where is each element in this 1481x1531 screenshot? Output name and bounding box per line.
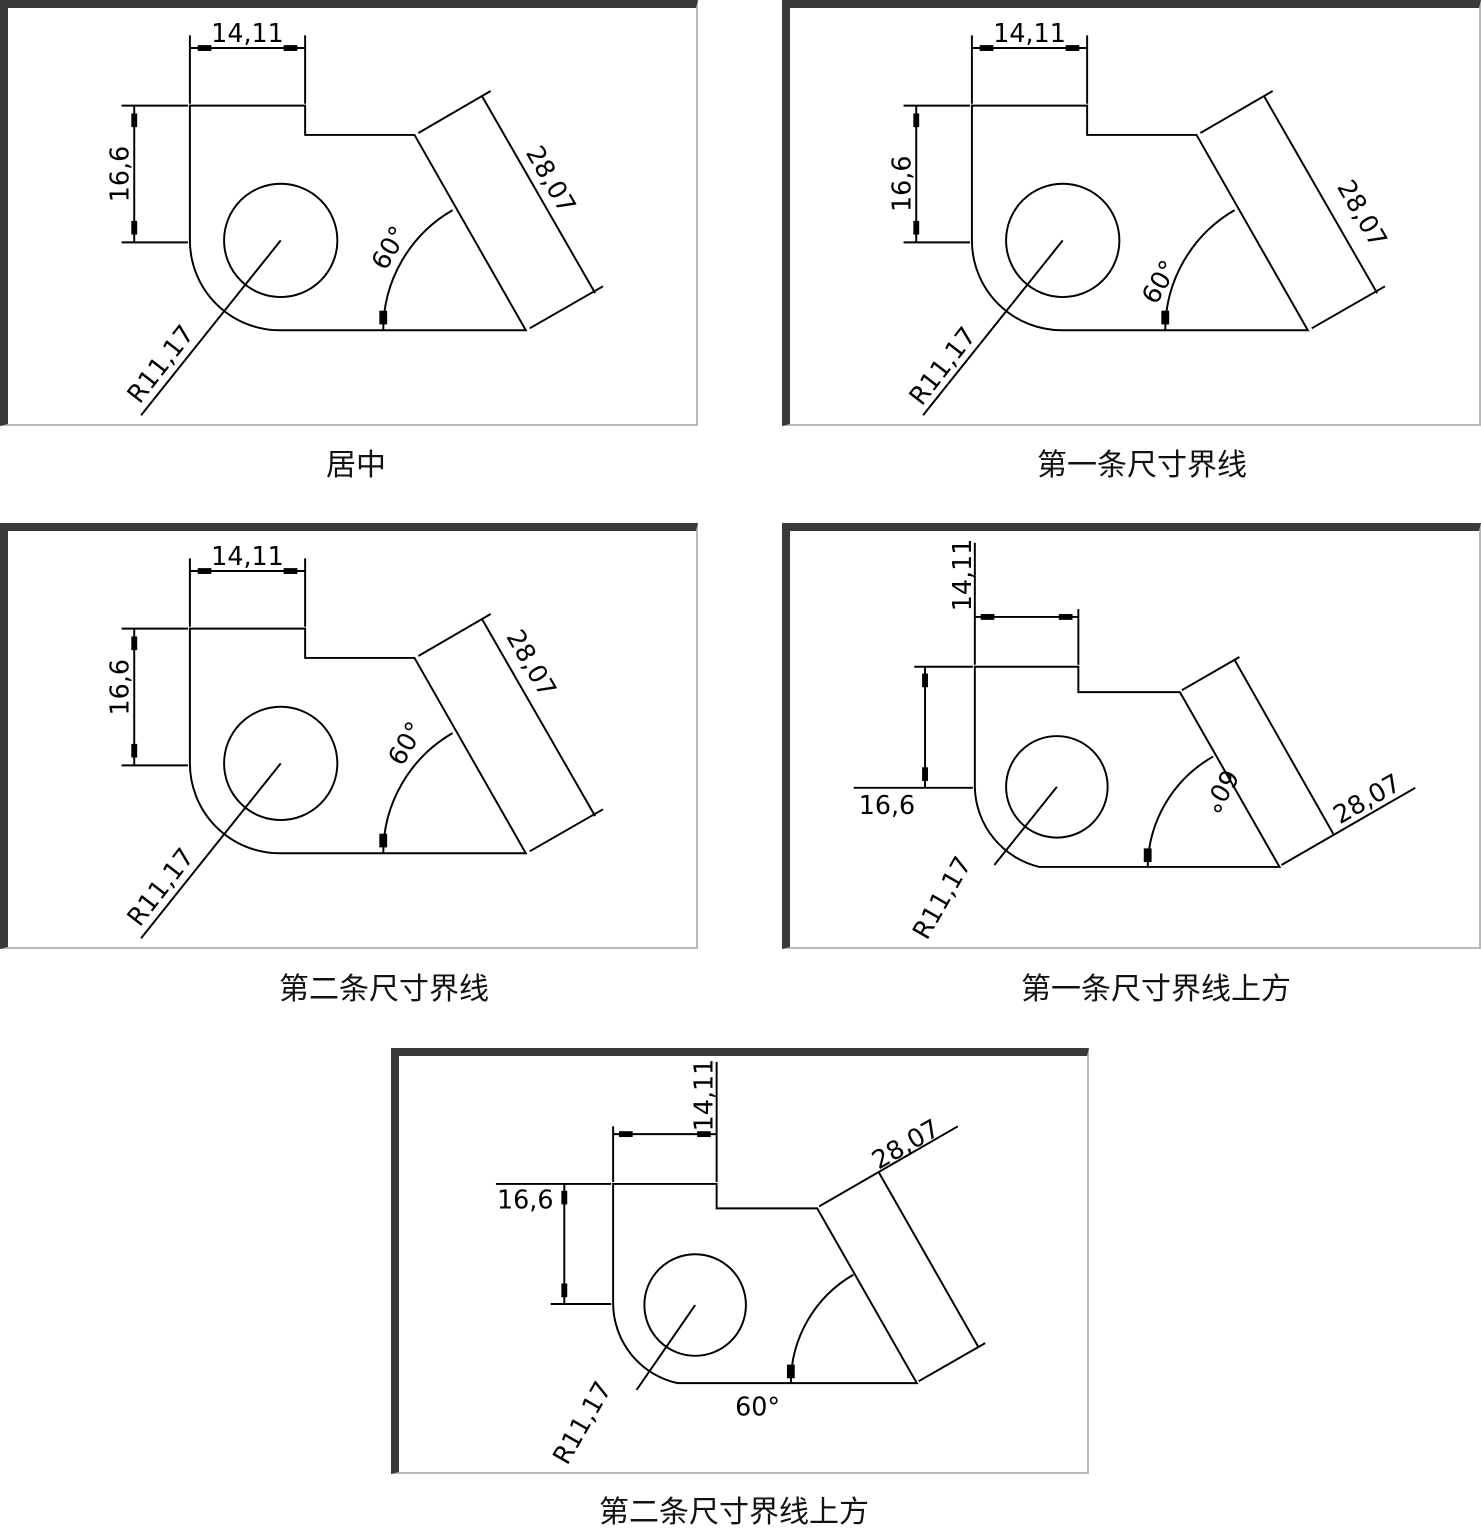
caption-5: 第二条尺寸界线上方 (599, 1495, 869, 1530)
angle-arc (789, 1273, 854, 1384)
hole-circle (643, 1253, 747, 1357)
dimension-tick (913, 220, 920, 235)
dimension-tick (697, 1131, 711, 1138)
caption-3: 第二条尺寸界线 (279, 972, 489, 1007)
leader-line (140, 239, 282, 416)
leader-line (140, 762, 282, 939)
dimension-tick (1161, 310, 1170, 325)
dim-radius-label: R11,17 (906, 851, 977, 944)
extension-line (1280, 786, 1416, 866)
dim-height-label: 16,6 (859, 790, 916, 820)
dimension-tick (131, 636, 138, 651)
dimension-tick (922, 767, 928, 781)
dimension-tick (197, 568, 212, 574)
extension-line (818, 1125, 959, 1208)
drawing-panel-1: 14,11 16,6 28,07 60° R11,17 (0, 0, 698, 426)
dimension-line (1233, 659, 1335, 835)
cad-drawing: 14,11 16,6 28,07 60° R11,17 (886, 18, 1394, 416)
dim-slant-label: 28,07 (867, 1113, 945, 1175)
leader-line (922, 239, 1064, 416)
dim-slant-label: 28,07 (1328, 767, 1406, 829)
dim-width-label: 14,11 (947, 539, 977, 612)
part-outline (188, 104, 528, 332)
caption-4: 第一条尺寸界线上方 (1021, 972, 1291, 1007)
dimension-tick (913, 113, 920, 128)
dimension-line (877, 1171, 980, 1348)
dimension-tick (131, 743, 138, 758)
dimension-tick (379, 310, 388, 325)
dim-height-label: 16,6 (104, 146, 134, 203)
dimension-tick (283, 568, 298, 574)
extension-line (1311, 285, 1386, 330)
part-outline (970, 104, 1310, 332)
dim-radius-label: R11,17 (903, 321, 982, 411)
dim-angle-label: 60° (365, 221, 413, 275)
dimension-tick (379, 833, 388, 848)
caption-1: 居中 (326, 448, 386, 483)
drawing-panel-3: 14,11 16,6 28,07 60° R11,17 (0, 523, 698, 949)
part-outline (973, 665, 1282, 868)
part-outline (188, 627, 528, 855)
extension-line (417, 90, 492, 134)
drawing-panel-2: 14,11 16,6 28,07 60° R11,17 (782, 0, 1481, 426)
drawing-panel-5: 14,11 16,6 28,07 60° R11,17 (391, 1048, 1089, 1474)
hole-circle (223, 705, 339, 822)
hole-circle (1005, 182, 1121, 299)
dim-angle-label: 60° (381, 716, 429, 770)
cad-drawing: 14,11 16,6 28,07 60° R11,17 (104, 541, 604, 939)
dim-radius-label: R11,17 (121, 319, 200, 409)
dimension-tick (979, 45, 994, 51)
dimension-tick (922, 673, 928, 688)
dim-width-label: 14,11 (993, 18, 1066, 48)
dim-width-label: 14,11 (211, 18, 284, 48)
dim-radius-label: R11,17 (121, 842, 200, 932)
dimension-tick (1065, 45, 1080, 51)
drawing-panel-4: 14,11 16,6 28,07 60° R11,17 (782, 523, 1481, 949)
dimension-tick (131, 113, 138, 128)
dimension-tick (1058, 614, 1073, 620)
leader-line (993, 786, 1058, 866)
leader-line (635, 1304, 696, 1391)
dimension-tick (197, 45, 212, 51)
dim-radius-label: R11,17 (546, 1376, 617, 1469)
dim-angle-label: 60° (735, 1391, 780, 1421)
caption-2: 第一条尺寸界线 (1037, 448, 1247, 483)
hole-circle (1005, 735, 1109, 839)
angle-arc (1146, 755, 1214, 867)
dim-width-label: 14,11 (689, 1059, 719, 1132)
dim-height-label: 16,6 (886, 156, 916, 213)
dim-height-label: 16,6 (104, 659, 134, 716)
extension-line (529, 808, 604, 853)
dimension-tick (283, 45, 298, 51)
dimension-tick (980, 614, 995, 620)
dim-width-label: 14,11 (211, 541, 284, 571)
hole-circle (223, 182, 339, 299)
dimension-line (1263, 95, 1379, 294)
dim-slant-label: 28,07 (501, 624, 563, 702)
dimension-tick (561, 1283, 568, 1298)
dimension-line (481, 95, 597, 294)
extension-line (918, 1342, 986, 1383)
dimension-tick (561, 1190, 568, 1205)
part-outline (612, 1182, 919, 1385)
cad-drawing: 14,11 16,6 28,07 60° R11,17 (495, 1059, 986, 1469)
dimension-tick (618, 1131, 633, 1138)
extension-line (1199, 90, 1274, 134)
cad-drawing: 14,11 16,6 28,07 60° R11,17 (104, 18, 604, 416)
dim-height-label: 16,6 (497, 1184, 554, 1214)
dimension-tick (131, 220, 138, 235)
dim-angle-label: 60° (1135, 255, 1183, 309)
extension-line (417, 613, 492, 657)
extension-line (529, 285, 604, 330)
cad-drawing: 14,11 16,6 28,07 60° R11,17 (853, 539, 1416, 944)
dim-angle-label: 60° (1197, 764, 1245, 818)
dimension-tick (1143, 848, 1152, 863)
dimension-tick (786, 1364, 795, 1379)
dimension-line (481, 618, 597, 817)
extension-line (1181, 656, 1240, 692)
dim-slant-label: 28,07 (1331, 174, 1393, 252)
